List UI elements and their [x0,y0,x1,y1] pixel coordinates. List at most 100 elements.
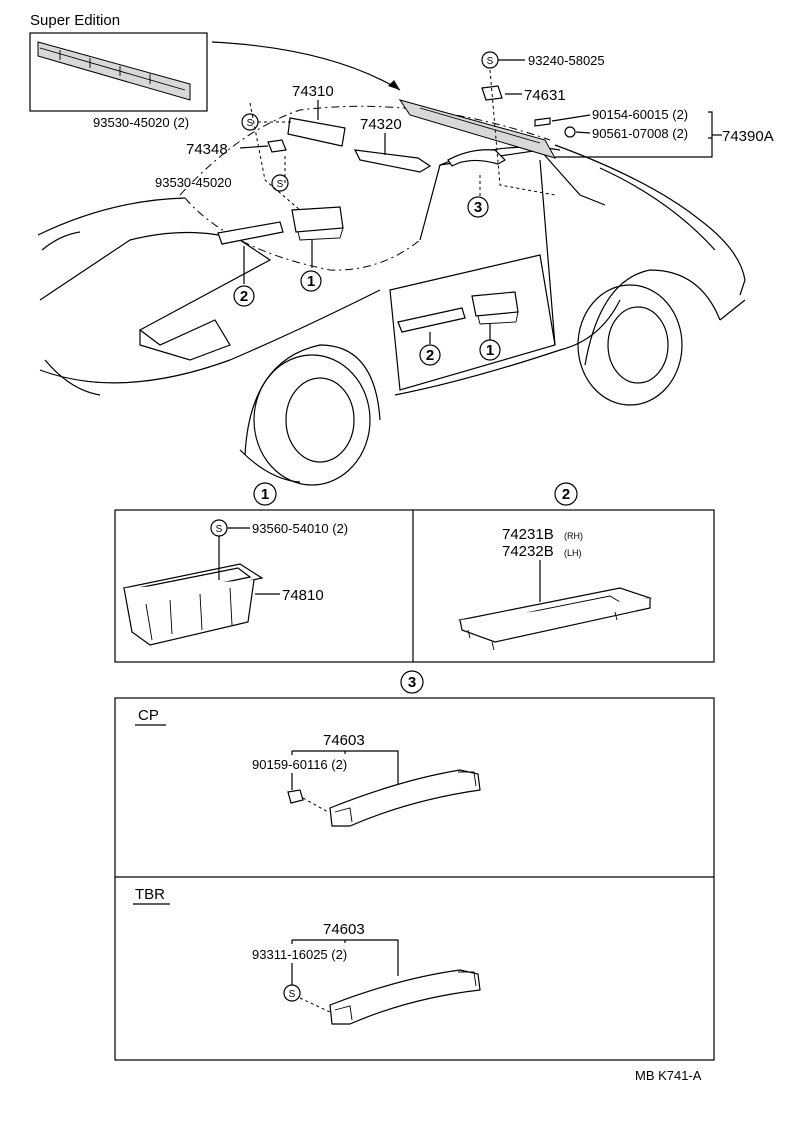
clip-74631-part [481,85,503,101]
super-edition-title: Super Edition [30,12,120,29]
holder-74320-part [353,149,432,173]
front-tire [253,354,371,486]
leader-roof-right [489,69,556,196]
leader-90154 [551,114,591,122]
lamp-74810-ribs [145,587,233,641]
rear-tire [577,284,683,406]
label-90159-60116-2: 90159-60116 (2) [252,757,347,772]
overhead-console-part [398,99,557,159]
label-74231B-side: (RH) [564,531,583,541]
label-74603-cp: 74603 [323,732,365,749]
detail-2-heading-circle [554,482,578,506]
rear-roof-line [554,144,746,296]
bracket-74603-cp [291,750,399,786]
s-mark-93530a [241,113,259,131]
label-74231B: 74231B [502,526,554,543]
label-93530-45020: 93530-45020 [155,175,232,190]
label-74390A: 74390A [722,128,774,145]
leader-74348 [239,145,269,149]
bracket-74603-tbr [291,939,399,976]
detail-3-heading-circle [400,670,424,694]
detail-1-2-frame [114,509,715,663]
label-74348: 74348 [186,141,228,158]
s-mark-93311-text: S [289,989,296,1000]
rear-rim [607,306,669,384]
front-tire-bottom [239,449,301,483]
light-74810-door [471,291,519,317]
callout-3-roof [467,196,489,218]
s-mark-93560-text: S [216,524,223,535]
label-74232B: 74232B [502,543,554,560]
callout-2-door-text: 2 [426,347,434,364]
detail-2-heading: 2 [562,486,570,503]
lens-7423x-dash [217,221,284,245]
roof-outline-dashdot [179,105,551,196]
lens-7423x-door [397,307,466,333]
overhead-console-detail [419,107,541,144]
label-93240-58025: 93240-58025 [528,53,605,68]
super-edition-frame [29,32,208,112]
lamp-74810-body [123,579,255,646]
super-edition-console-part [37,41,191,101]
diagram-code: MB K741-A [635,1068,702,1083]
front-wheel-arch [244,344,381,456]
leader-90561 [575,131,591,134]
detail-3-frame [114,697,715,1061]
car-mounted-lights [217,206,519,344]
detail-3-panel: 3 CP 74603 90159-60116 (2) TBR 74603 933… [114,670,715,1061]
bracket-74310-part [287,117,346,147]
callout-1-dash-text: 1 [307,273,315,290]
roof-assist-grip-part [447,149,506,167]
label-74310: 74310 [292,83,334,100]
clip-74348-part [267,139,287,153]
s-mark-93530a-text: S [247,118,254,129]
label-90561-07008-2: 90561-07008 (2) [592,126,688,141]
section-cp-label: CP [138,707,159,724]
detail-1-heading: 1 [261,486,269,503]
callout-2-dash [233,285,255,307]
leader-s-tbr [299,997,331,1013]
screw-90154-part [534,117,551,127]
leader-screw-cp [302,797,329,813]
hood-fold-line [41,231,81,251]
detail-3-heading: 3 [408,674,416,691]
windshield-outline-dashdot [184,197,421,271]
hood-panel [39,231,272,331]
s-mark-93311 [283,984,301,1002]
hood-vent [139,319,231,361]
callout-2-door [419,344,441,366]
rear-bumper-line [719,299,746,321]
super-edition-inset: Super Edition [29,12,401,112]
callout-1-dash [300,270,322,292]
label-74320: 74320 [360,116,402,133]
clip-90561-part [564,126,576,138]
label-74631: 74631 [524,87,566,104]
lens-7423x-tabs [467,611,618,651]
fender-line [39,289,381,384]
label-93530-45020-2: 93530-45020 (2) [93,115,189,130]
inset-pointer-line [211,41,401,91]
label-74810: 74810 [282,587,324,604]
car-callouts: 3 1 2 2 1 [233,196,501,366]
top-labels: S 93240-58025 74631 74310 93530-45020 (2… [93,51,774,192]
inset-pointer-arrowhead [388,80,400,90]
callout-2-dash-text: 2 [240,288,248,305]
callout-3-roof-text: 3 [474,199,482,216]
label-74232B-side: (LH) [564,548,582,558]
assist-grip-tbr-part [329,969,481,1025]
callout-1-door-text: 1 [486,342,494,359]
bumper-line [44,359,101,396]
super-edition-console-detail [39,47,186,91]
detail-1-heading-circle [253,482,277,506]
label-93311-16025-2: 93311-16025 (2) [252,947,347,962]
rear-window-line [599,167,716,251]
front-rim [285,377,355,463]
label-74603-tbr: 74603 [323,921,365,938]
lens-7423x-side [459,598,651,643]
label-93560-54010-2: 93560-54010 (2) [252,521,348,536]
s-mark-93530b-text: S [277,179,284,190]
rear-wheel-arch [584,269,721,366]
assist-grip-tbr-ends [334,971,477,1021]
light-74810-door-body [477,311,519,325]
